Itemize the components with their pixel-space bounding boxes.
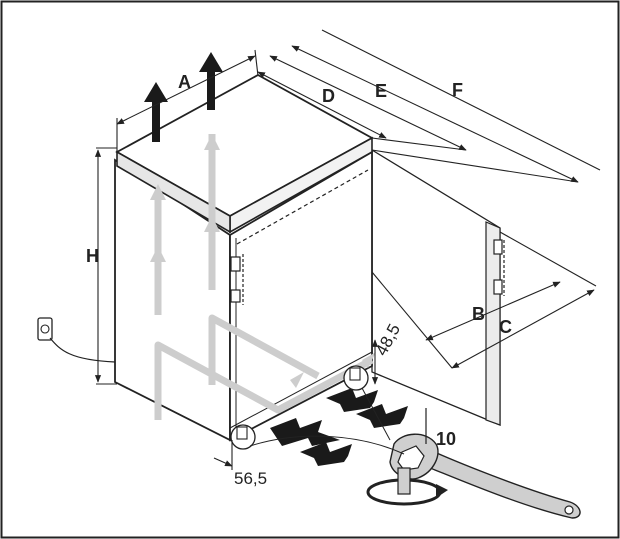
label-h: H bbox=[86, 246, 99, 266]
leader-line bbox=[249, 435, 405, 455]
wall-panel bbox=[371, 148, 501, 426]
label-a: A bbox=[178, 72, 191, 92]
hinge-bottom bbox=[230, 289, 241, 303]
hinge-top bbox=[230, 256, 241, 272]
label-f: F bbox=[452, 80, 463, 100]
wall-socket bbox=[37, 317, 116, 363]
dimension-lines bbox=[94, 29, 601, 470]
wrench bbox=[389, 408, 581, 519]
leader-line bbox=[361, 387, 391, 441]
wrench-size-label: 10 bbox=[436, 429, 456, 449]
label-b: B bbox=[472, 304, 485, 324]
airflow-arrowheads bbox=[150, 134, 376, 388]
rotation-arrow bbox=[366, 467, 448, 506]
label-d: D bbox=[322, 86, 335, 106]
adjustable-feet bbox=[230, 365, 369, 450]
dim-56-5: 56,5 bbox=[234, 469, 267, 488]
label-c: C bbox=[499, 317, 512, 337]
label-e: E bbox=[375, 81, 387, 101]
intake-arrows bbox=[270, 388, 408, 466]
